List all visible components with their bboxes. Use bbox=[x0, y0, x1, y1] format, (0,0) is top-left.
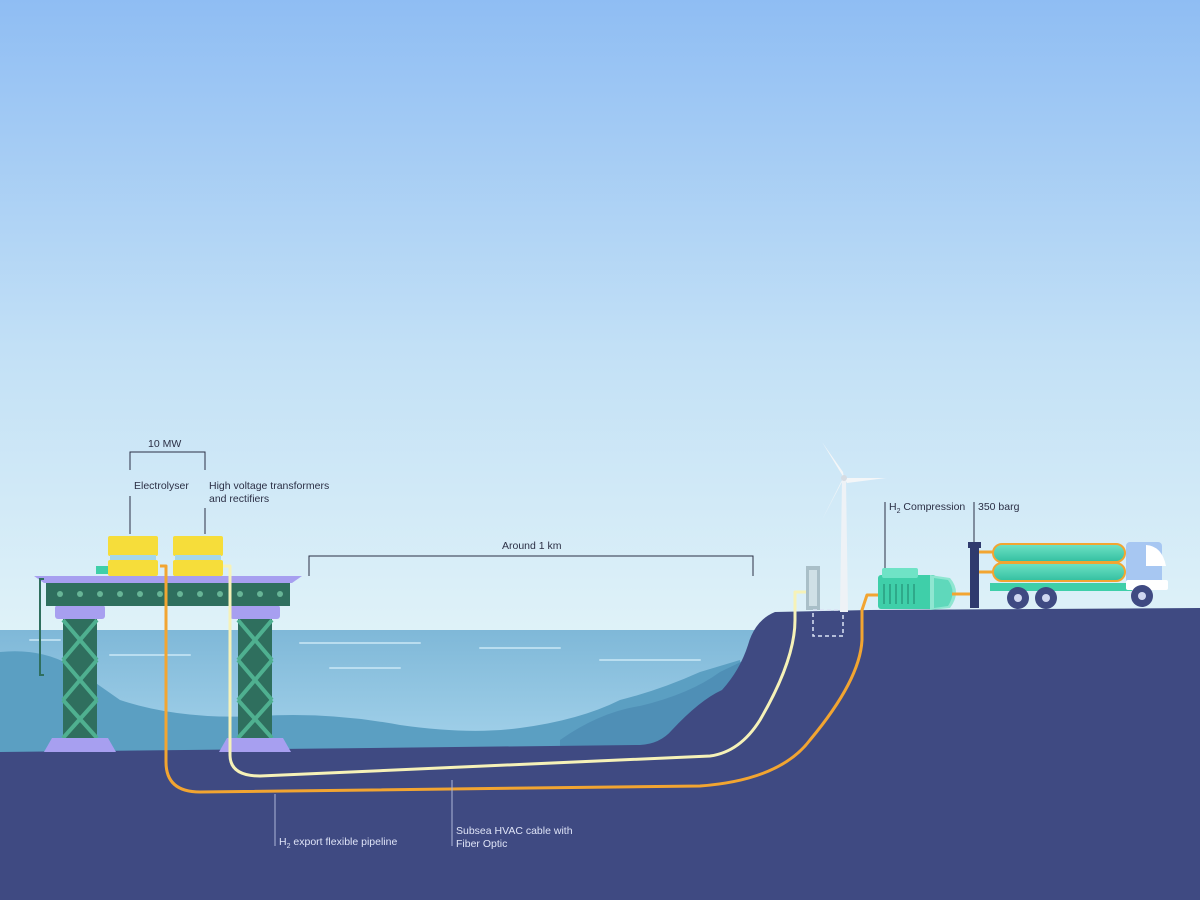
wind-turbine bbox=[822, 442, 886, 612]
transformers-label-line2: and rectifiers bbox=[209, 493, 269, 505]
sky bbox=[0, 0, 1200, 632]
platform-leg-right bbox=[219, 605, 291, 752]
offshore-platform bbox=[34, 536, 302, 752]
compression-label: H2 Compression bbox=[889, 501, 965, 515]
annotation-lines-underwater bbox=[274, 780, 453, 846]
cable-label-line2: Fiber Optic bbox=[456, 838, 507, 850]
platform-truss bbox=[46, 582, 290, 606]
electrolyser-module bbox=[108, 536, 158, 576]
platform-leg-left bbox=[44, 605, 116, 752]
platform-deck bbox=[34, 576, 302, 583]
tube-trailer-truck bbox=[979, 542, 1168, 609]
capacity-label: 10 MW bbox=[148, 438, 181, 450]
transformer-module bbox=[173, 536, 223, 576]
underwater-hills bbox=[0, 651, 760, 760]
sea-waves bbox=[29, 639, 701, 669]
annotation-lines bbox=[129, 451, 975, 576]
pressure-label: 350 barg bbox=[978, 501, 1020, 513]
h2-export-pipeline bbox=[160, 564, 880, 794]
h2-compressor bbox=[878, 568, 972, 610]
dispenser-post bbox=[970, 546, 979, 608]
seabed-and-shore bbox=[0, 608, 1200, 900]
transformers-label-line1: High voltage transformers bbox=[209, 480, 329, 492]
distance-label: Around 1 km bbox=[502, 540, 562, 552]
subsea-hvac-cable bbox=[223, 564, 808, 778]
electrolyser-label: Electrolyser bbox=[134, 480, 189, 492]
onshore-substation bbox=[806, 566, 844, 637]
cable-label-line1: Subsea HVAC cable with bbox=[456, 825, 573, 837]
pipeline-label: H2 export flexible pipeline bbox=[279, 836, 397, 850]
